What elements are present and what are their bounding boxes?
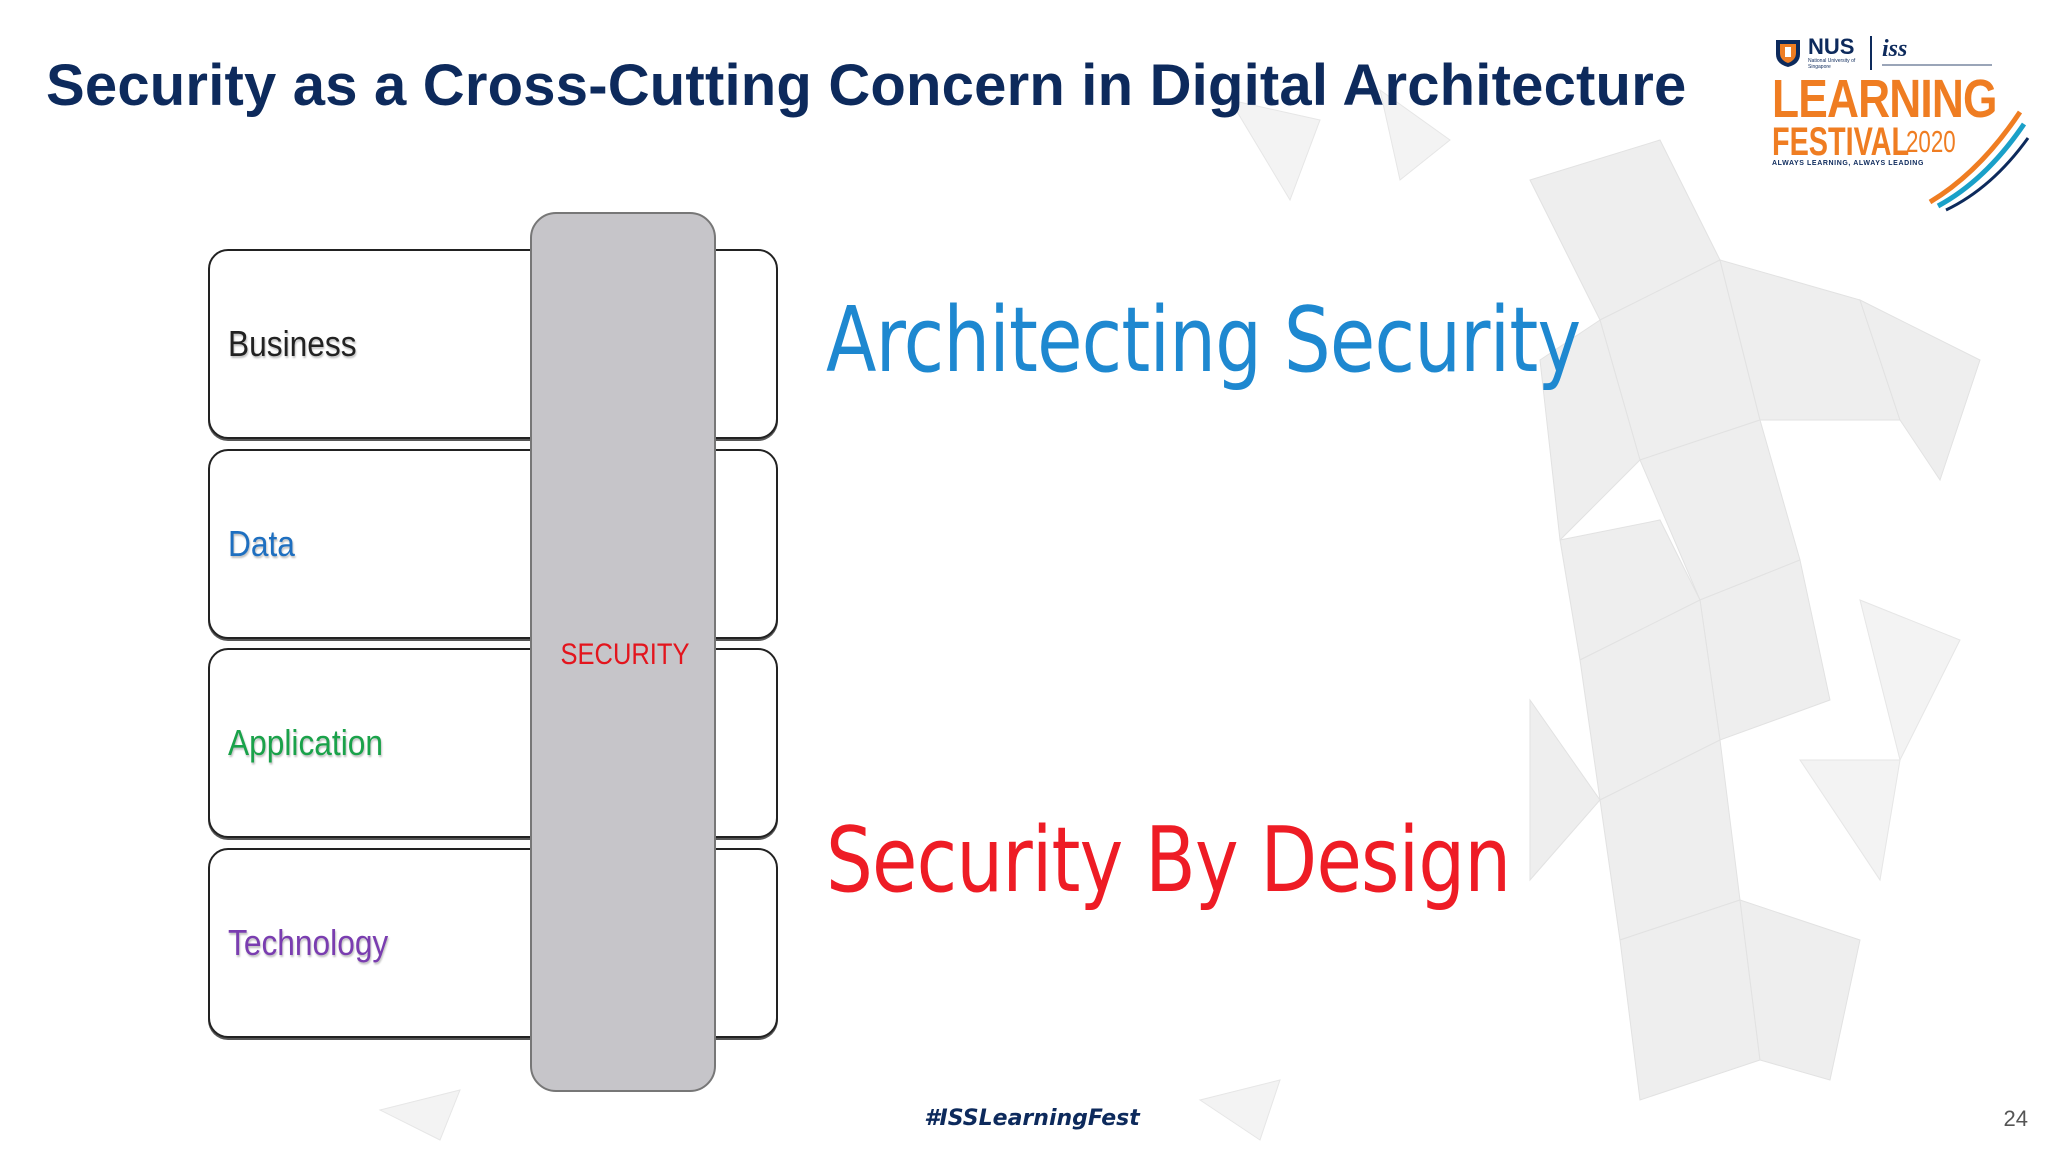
iss-wordmark: iss xyxy=(1882,36,1908,62)
logo-learning-text: LEARNING xyxy=(1772,69,1997,129)
logo-festival-text: FESTIVAL xyxy=(1772,120,1910,164)
layer-label-technology: Technology xyxy=(228,922,389,963)
nus-crest-icon xyxy=(1776,40,1800,67)
nus-wordmark: NUS xyxy=(1808,34,1855,59)
security-cross-cutting-bar: SECURITY xyxy=(530,212,716,1092)
logo-tagline: ALWAYS LEARNING, ALWAYS LEADING xyxy=(1772,160,1925,167)
page-number: 24 xyxy=(2003,1106,2028,1131)
layer-label-application: Application xyxy=(228,722,383,763)
logo-divider xyxy=(1870,36,1872,70)
logo-year-text: 2020 xyxy=(1906,124,1956,159)
headline-security-by-design: Security By Design xyxy=(826,808,1511,913)
iss-subtitle-line xyxy=(1882,64,1992,66)
slide-title: Security as a Cross-Cutting Concern in D… xyxy=(46,53,1687,118)
layer-label-business: Business xyxy=(228,323,357,364)
nus-subtitle: National University of Singapore xyxy=(1808,58,1856,70)
learning-festival-logo: NUS National University of Singapore iss… xyxy=(1770,32,2030,212)
layer-label-data: Data xyxy=(228,523,295,564)
security-label: SECURITY xyxy=(560,638,690,671)
headline-architecting-security: Architecting Security xyxy=(826,288,1581,393)
swoosh-icon xyxy=(1928,110,2030,212)
event-hashtag: #ISSLearningFest xyxy=(924,1106,1140,1131)
